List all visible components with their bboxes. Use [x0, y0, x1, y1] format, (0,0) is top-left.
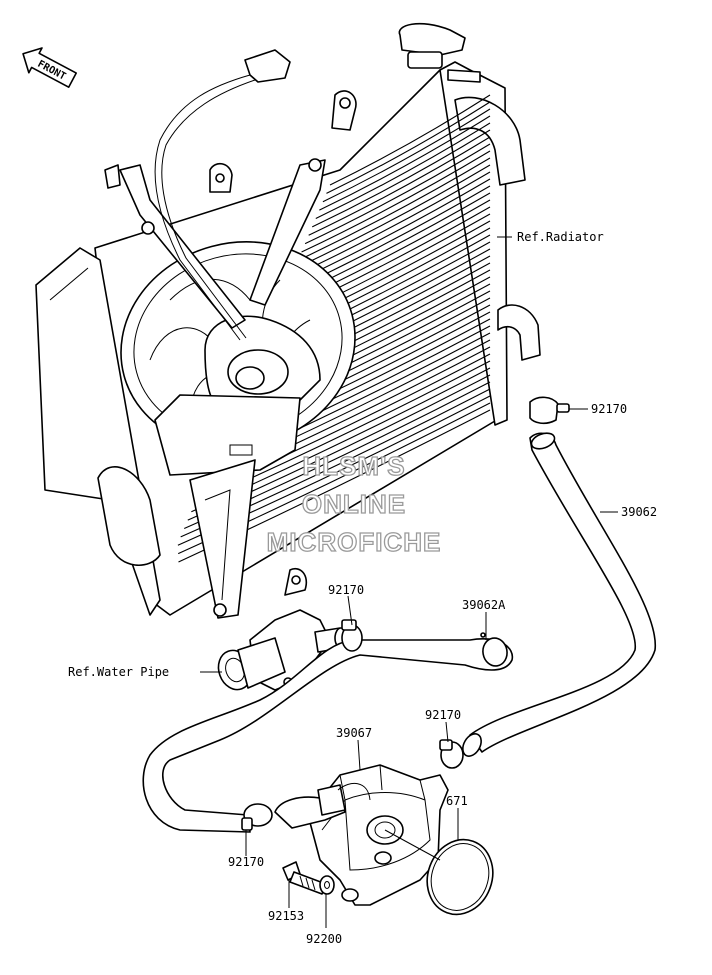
- label-39062A: 39062A: [462, 598, 506, 612]
- front-arrow-icon: FRONT: [22, 47, 78, 88]
- watermark-line-1: HLSM'S: [302, 451, 405, 481]
- label-92170-upper: 92170: [591, 402, 627, 416]
- watermark-line-3: MICROFICHE: [267, 527, 442, 557]
- washer-92200: [319, 875, 335, 895]
- bolt-92153: [282, 861, 327, 895]
- cooling-fan-assembly: [104, 49, 356, 619]
- label-39067: 39067: [336, 726, 372, 740]
- label-ref-water-pipe: Ref.Water Pipe: [68, 665, 169, 679]
- watermark: HLSM'S ONLINE MICROFICHE: [266, 450, 442, 557]
- part-labels: Ref.Radiator 92170 39062 92170 39062A Re…: [68, 230, 657, 946]
- oil-cooler-39067: [274, 764, 449, 906]
- oring-671: [426, 838, 494, 916]
- clamp-92170-lower: [241, 803, 273, 831]
- label-92200: 92200: [306, 932, 342, 946]
- label-ref-radiator: Ref.Radiator: [517, 230, 604, 244]
- watermark-line-2: ONLINE: [302, 489, 406, 519]
- label-92153: 92153: [268, 909, 304, 923]
- label-92170-lower: 92170: [228, 855, 264, 869]
- clamp-92170-center: [341, 619, 363, 652]
- clamp-92170-right: [439, 739, 464, 769]
- hose-39062: [462, 432, 656, 757]
- clamp-92170-upper: [529, 396, 570, 425]
- label-671: 671: [446, 794, 468, 808]
- label-92170-center: 92170: [328, 583, 364, 597]
- hose-39062A: [142, 632, 514, 833]
- label-39062: 39062: [621, 505, 657, 519]
- label-92170-right: 92170: [425, 708, 461, 722]
- water-pipe-fitting: [217, 609, 348, 691]
- leader-lines: [200, 236, 618, 928]
